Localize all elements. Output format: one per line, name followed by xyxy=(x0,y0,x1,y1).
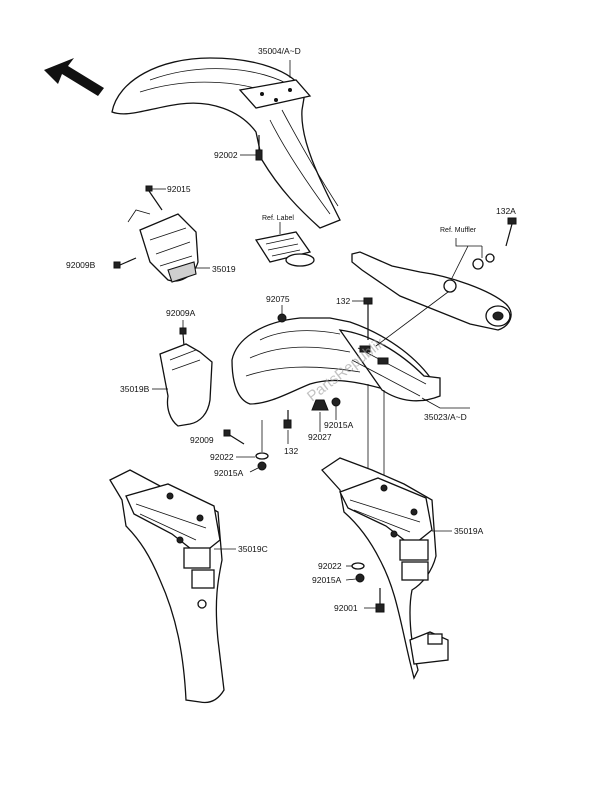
part-label-35019a[interactable]: 35019A xyxy=(454,526,484,536)
part-label-35019b[interactable]: 35019B xyxy=(120,384,150,394)
muffler-reference xyxy=(351,251,512,331)
part-label-92002[interactable]: 92002 xyxy=(214,150,238,160)
part-label-92022-right[interactable]: 92022 xyxy=(318,561,342,571)
bolt-92001[interactable] xyxy=(375,588,385,613)
front-fender[interactable] xyxy=(111,57,341,229)
warning-label-icon xyxy=(254,231,315,267)
part-label-35019[interactable]: 35019 xyxy=(212,264,236,274)
flap-35019a[interactable] xyxy=(321,457,449,680)
ref-muffler-text: Ref. Muffler xyxy=(440,227,477,234)
leader-line xyxy=(421,397,470,409)
bolt-92009[interactable] xyxy=(223,429,245,445)
front-direction-arrow-icon xyxy=(44,58,104,96)
ref-label-text: Ref. Label xyxy=(262,215,294,222)
part-label-92009[interactable]: 92009 xyxy=(190,435,214,445)
leader-line xyxy=(345,578,357,581)
flap-35019b[interactable] xyxy=(159,343,213,427)
part-label-92009a[interactable]: 92009A xyxy=(166,308,196,318)
part-label-132a[interactable]: 132A xyxy=(496,206,516,216)
bolt-132-mid[interactable] xyxy=(283,410,292,429)
nut-92015a-mid[interactable] xyxy=(331,397,341,407)
washer-92022-left[interactable] xyxy=(255,420,269,460)
nut-92015a-left[interactable] xyxy=(257,461,267,471)
part-label-35019c[interactable]: 35019C xyxy=(238,544,268,554)
part-label-92022-left[interactable]: 92022 xyxy=(210,452,234,462)
screw-92015[interactable] xyxy=(145,185,163,211)
part-label-35004[interactable]: 35004/A~D xyxy=(258,46,301,56)
bolt-132a[interactable] xyxy=(505,217,517,247)
bolt-92009a[interactable] xyxy=(179,327,187,347)
part-label-92027[interactable]: 92027 xyxy=(308,432,332,442)
nut-92027[interactable] xyxy=(311,399,329,411)
part-label-92075[interactable]: 92075 xyxy=(266,294,290,304)
flap-35019c[interactable] xyxy=(109,469,225,704)
leader-line xyxy=(375,291,449,347)
part-label-92015a-mid[interactable]: 92015A xyxy=(324,420,354,430)
part-label-35023[interactable]: 35023/A~D xyxy=(424,412,467,422)
washer-92022-right[interactable] xyxy=(351,562,365,570)
leader-line xyxy=(249,467,259,473)
bolt-92009b[interactable] xyxy=(113,257,137,269)
guard-35019[interactable] xyxy=(139,213,199,283)
part-label-92009b[interactable]: 92009B xyxy=(66,260,96,270)
bolt-92075[interactable] xyxy=(277,313,287,323)
rear-fender-35023[interactable] xyxy=(231,317,441,405)
part-label-92015a-right[interactable]: 92015A xyxy=(312,575,342,585)
part-label-92001[interactable]: 92001 xyxy=(334,603,358,613)
leader-line xyxy=(127,209,151,223)
part-label-92015a-left[interactable]: 92015A xyxy=(214,468,244,478)
nut-92015a-right[interactable] xyxy=(355,573,365,583)
part-label-132-top[interactable]: 132 xyxy=(336,296,350,306)
part-label-132-mid[interactable]: 132 xyxy=(284,446,298,456)
part-label-92015[interactable]: 92015 xyxy=(167,184,191,194)
